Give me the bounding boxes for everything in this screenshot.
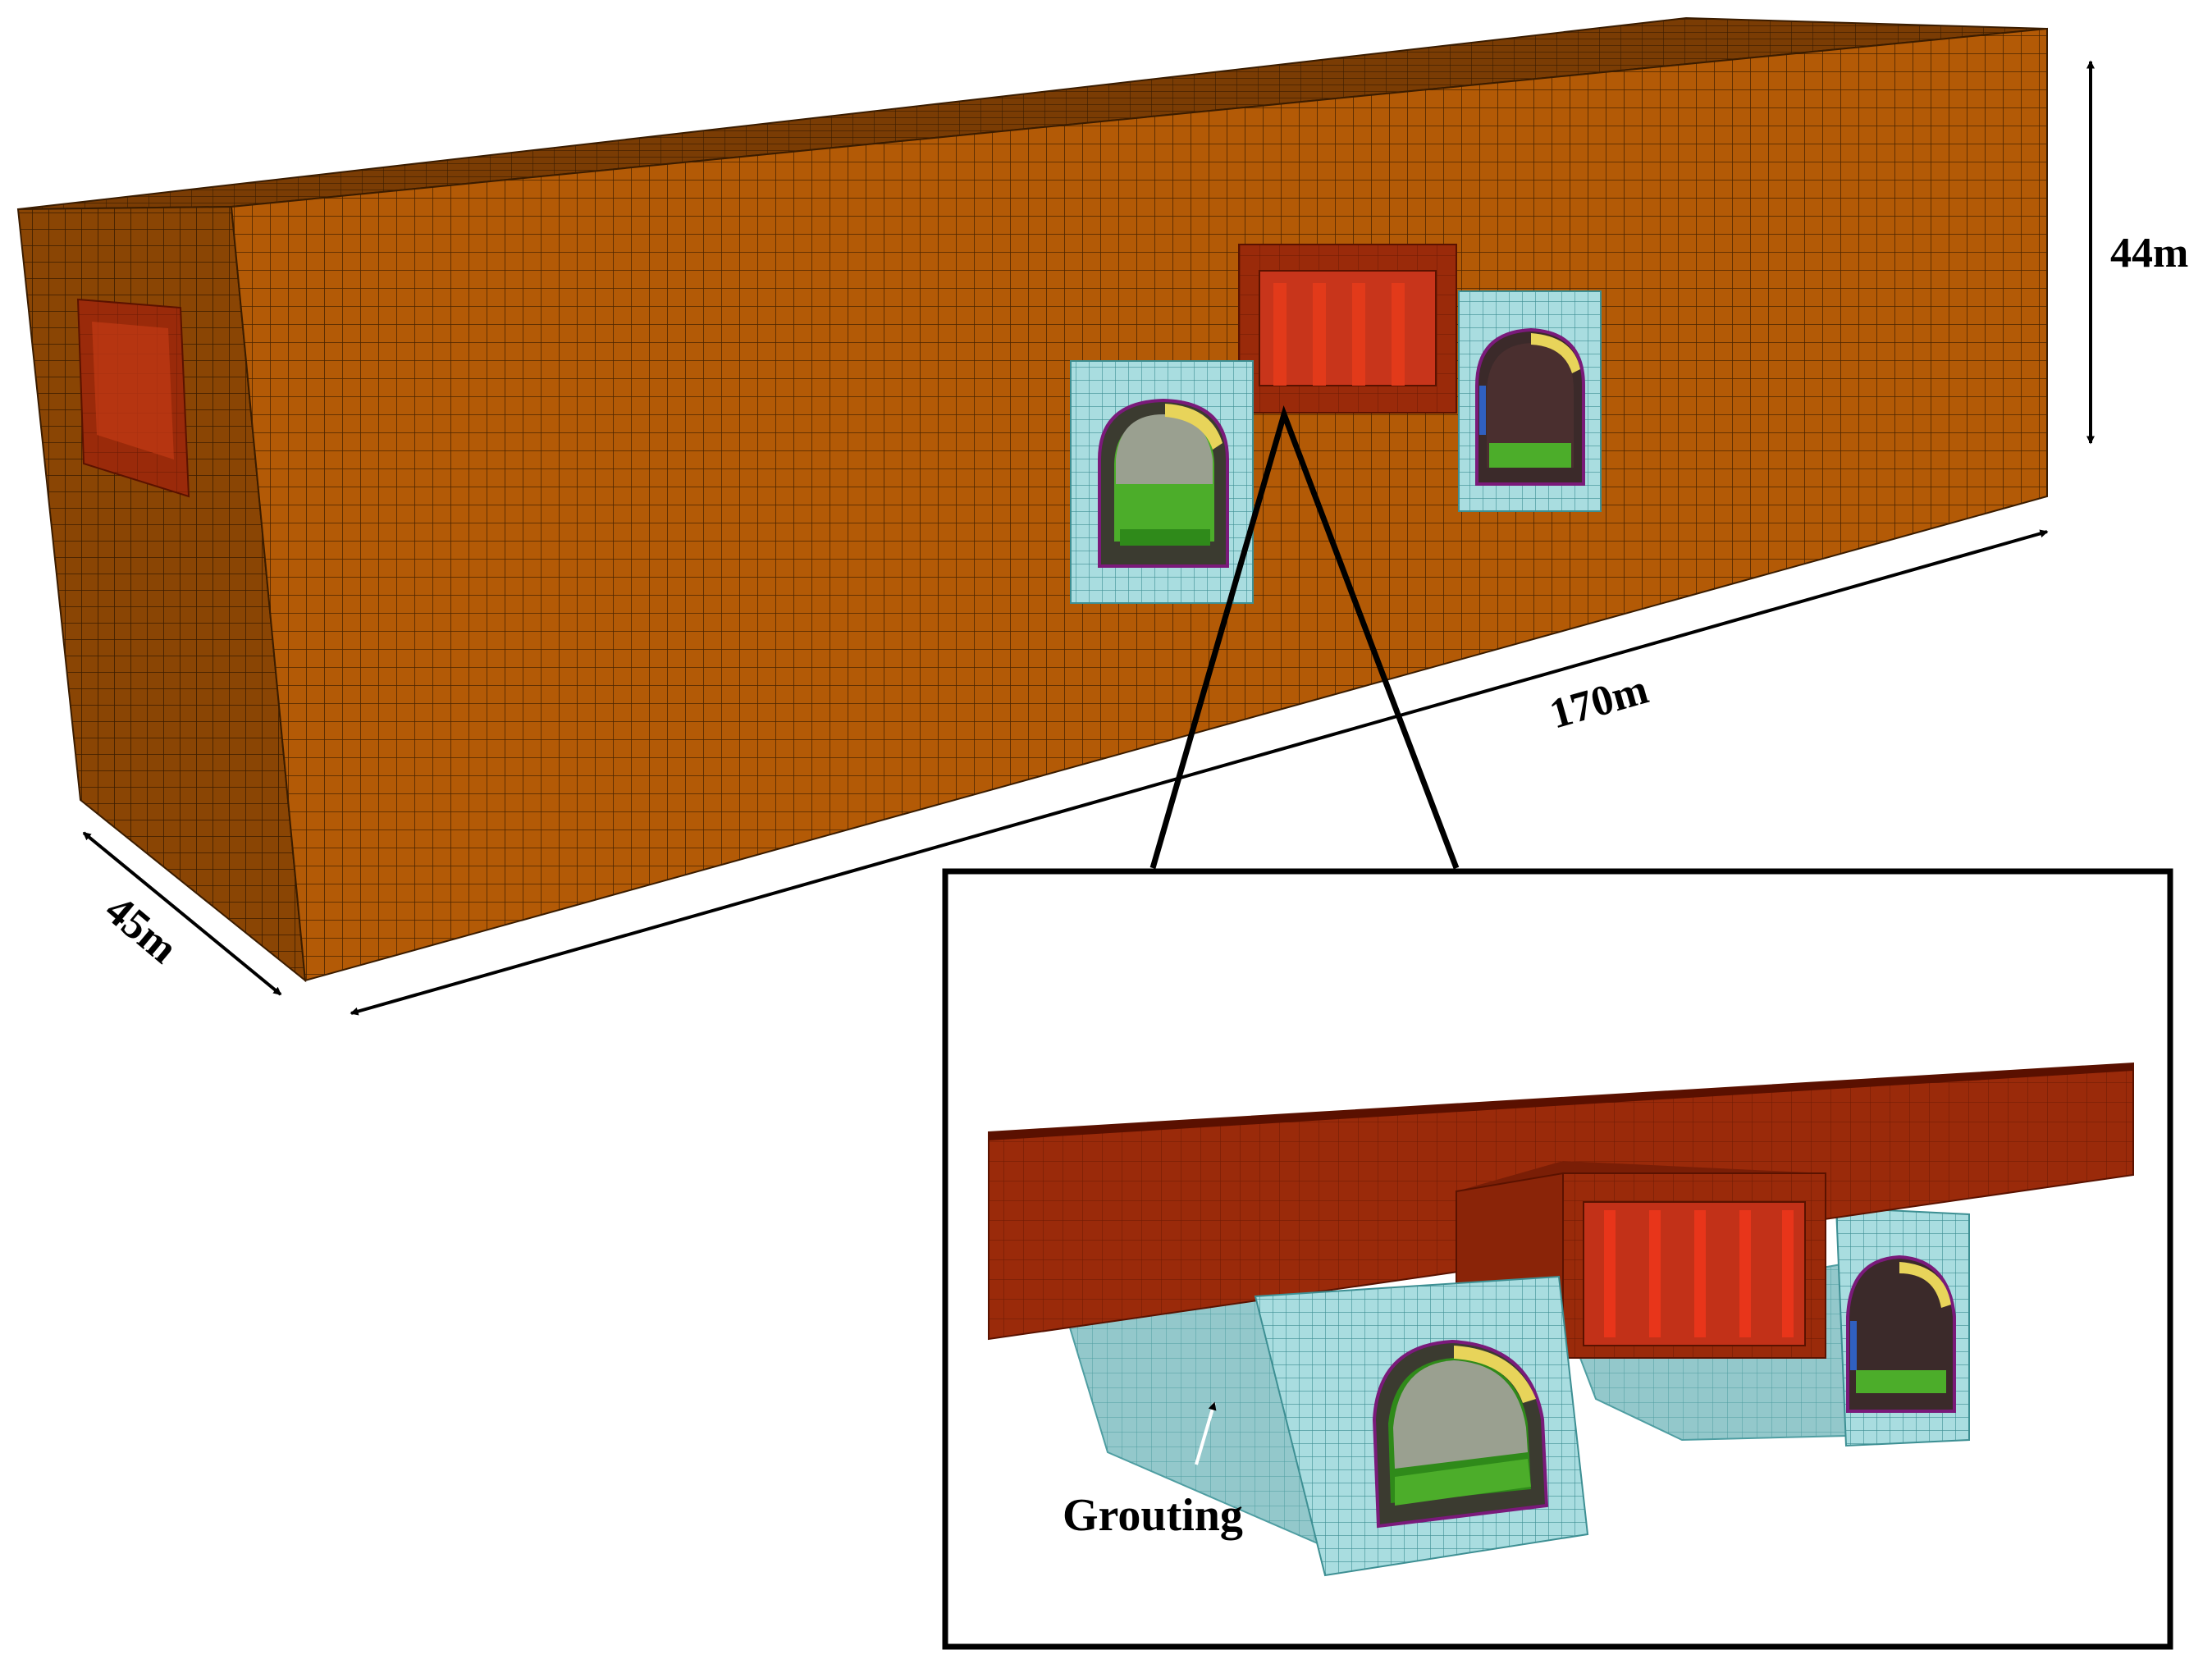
dimension-width-label: 45m bbox=[96, 887, 186, 973]
grouting-label: Grouting bbox=[1063, 1490, 1243, 1541]
dimension-height-label: 44m bbox=[2110, 230, 2188, 276]
callout-lines bbox=[1149, 404, 1460, 870]
front-face-cut-section bbox=[1070, 244, 1602, 604]
inset-zoom-view: Grouting bbox=[942, 868, 2173, 1650]
dimension-height: 44m bbox=[2086, 60, 2188, 445]
soil-block bbox=[16, 16, 2048, 983]
dimension-length-label: 170m bbox=[1545, 666, 1653, 738]
side-face-opening-inner bbox=[92, 322, 174, 459]
grouting-pointer-arrow bbox=[1195, 1401, 1217, 1465]
